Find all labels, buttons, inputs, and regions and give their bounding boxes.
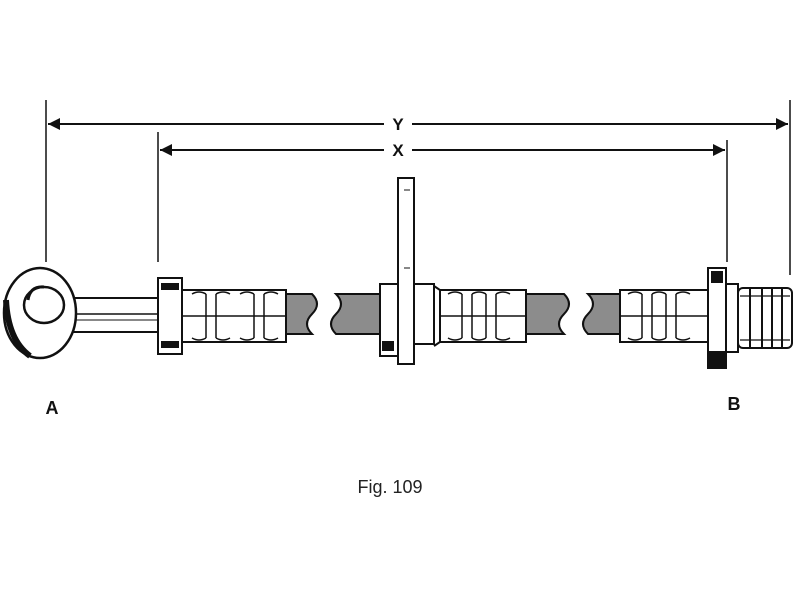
banjo-fitting xyxy=(2,266,163,360)
crimp-ferrule-2 xyxy=(439,289,527,343)
end-label-b: B xyxy=(728,394,741,414)
figure-caption: Fig. 109 xyxy=(357,477,422,497)
end-label-a: A xyxy=(46,398,59,418)
crimp-ferrule-3 xyxy=(619,289,713,343)
hose-segment-1 xyxy=(285,293,385,335)
dimension-lines xyxy=(45,100,791,275)
mounting-bracket xyxy=(379,177,441,365)
crimp-ferrule-1 xyxy=(157,277,287,355)
hose-assembly xyxy=(2,177,793,369)
dimension-x-label: X xyxy=(392,141,404,160)
dimension-y-label: Y xyxy=(392,115,404,134)
hose-segment-2 xyxy=(525,293,621,335)
threaded-end-fitting xyxy=(707,267,793,369)
